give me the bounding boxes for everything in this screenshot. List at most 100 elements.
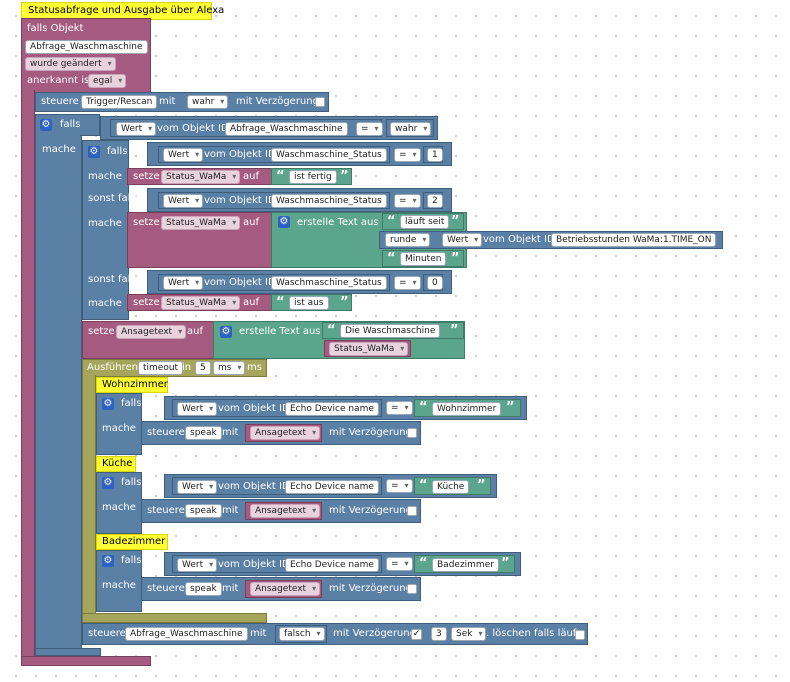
variable-dropdown[interactable]: Status_WaMa	[329, 342, 409, 356]
compare-op-dropdown[interactable]: =	[394, 276, 421, 290]
variable-dropdown[interactable]: Ansagetext	[116, 325, 187, 339]
text-block-aus[interactable]: “ ist aus ”	[271, 294, 352, 311]
delay-unit-dropdown[interactable]: Sek	[451, 627, 487, 641]
number-field[interactable]: 1	[427, 148, 443, 162]
number-field[interactable]: 2	[427, 194, 443, 208]
delay-checkbox-checked[interactable]: ✓	[411, 629, 422, 640]
wert-dropdown[interactable]: Wert	[442, 233, 483, 247]
set-var-block-1[interactable]: setze Status_WaMa auf	[127, 168, 273, 185]
text-field[interactable]: Badezimmer	[432, 558, 499, 572]
text-block-fertig[interactable]: “ ist fertig ”	[271, 168, 352, 185]
compare-op-dropdown[interactable]: =	[386, 401, 413, 415]
wert-dropdown[interactable]: Wert	[163, 194, 204, 208]
variable-dropdown[interactable]: Ansagetext	[250, 504, 321, 518]
wert-dropdown[interactable]: Wert	[163, 148, 204, 162]
timeout-value-field[interactable]: 5	[195, 361, 211, 375]
timeout-block[interactable]: Ausführen timeout in 5 ms ms	[82, 359, 267, 377]
speak-field[interactable]: speak	[185, 582, 222, 596]
delay-checkbox[interactable]	[407, 428, 417, 438]
device-id-field[interactable]: Echo Device name	[285, 480, 379, 494]
text-field[interactable]: läuft seit	[400, 215, 450, 229]
logic-value-block[interactable]: wahr	[386, 119, 434, 137]
round-block[interactable]: runde Wert vom Objekt ID Betriebsstunden…	[379, 231, 723, 249]
set-ansagetext-block[interactable]: setze Ansagetext auf	[82, 321, 216, 359]
wert-dropdown[interactable]: Wert	[116, 122, 157, 136]
unit-dropdown[interactable]: ms	[213, 361, 246, 375]
control-trigger-block[interactable]: steuere Trigger/Rescan mit wahr mit Verz…	[35, 92, 329, 112]
trigger-rescan-id[interactable]: Trigger/Rescan	[81, 95, 158, 109]
gear-icon[interactable]: ⚙	[102, 477, 114, 489]
wert-dropdown[interactable]: Wert	[177, 480, 218, 494]
wert-dropdown[interactable]: Wert	[177, 558, 218, 572]
comment-room[interactable]: Küche	[96, 456, 136, 472]
number-block-0[interactable]: 0	[423, 274, 443, 291]
room-text-block[interactable]: “ Badezimmer ”	[414, 555, 515, 573]
compare-op-dropdown[interactable]: =	[386, 479, 413, 493]
gear-icon[interactable]: ⚙	[102, 555, 114, 567]
gear-icon[interactable]: ⚙	[88, 146, 100, 158]
device-id-field[interactable]: Echo Device name	[285, 558, 379, 572]
text-block-laeuft[interactable]: “ läuft seit ”	[382, 213, 464, 230]
trigger-condition-dropdown[interactable]: wurde geändert	[25, 57, 116, 71]
round-dropdown[interactable]: runde	[385, 233, 431, 247]
speak-field[interactable]: speak	[185, 426, 222, 440]
gear-icon[interactable]: ⚙	[278, 216, 290, 228]
delay-checkbox[interactable]	[407, 584, 417, 594]
speak-field[interactable]: speak	[185, 504, 222, 518]
room-text-block[interactable]: “ Wohnzimmer ”	[414, 399, 521, 417]
timeout-name-field[interactable]: timeout	[138, 361, 184, 375]
trigger-block-header[interactable]	[21, 18, 151, 92]
object-id-field[interactable]: Waschmaschine_Status	[271, 194, 387, 208]
room-if-block[interactable]: ⚙ falls mache	[96, 550, 142, 612]
room-if-block[interactable]: ⚙ falls mache	[96, 472, 142, 534]
speak-block[interactable]: steuere speak mit Ansagetext mit Verzöge…	[141, 499, 421, 523]
gear-icon[interactable]: ⚙	[40, 119, 52, 131]
text-block-waschmaschine[interactable]: “ Die Waschmaschine ”	[322, 322, 464, 339]
set-var-block-3[interactable]: setze Status_WaMa auf	[127, 294, 273, 311]
get-value-block-1[interactable]: Wert vom Objekt ID Waschmaschine_Status	[158, 146, 390, 163]
outer-if-block[interactable]: ⚙ falls mache	[35, 114, 82, 654]
delay-checkbox[interactable]	[315, 97, 325, 107]
device-id-field[interactable]: Echo Device name	[285, 402, 379, 416]
compare-op-dropdown[interactable]: =	[394, 194, 421, 208]
text-field[interactable]: Küche	[432, 480, 470, 494]
text-field[interactable]: Wohnzimmer	[432, 402, 502, 416]
text-field[interactable]: Minuten	[400, 252, 447, 266]
final-control-block[interactable]: steuere Abfrage_Waschmaschine mit falsch…	[82, 623, 588, 645]
number-block-1[interactable]: 1	[423, 146, 443, 163]
room-get-value-block[interactable]: Wert vom Objekt ID Echo Device name	[172, 399, 382, 417]
number-block-2[interactable]: 2	[423, 192, 443, 209]
object-id-field[interactable]: Betriebsstunden WaMa:1.TIME_ON	[551, 233, 717, 247]
inner-if-block[interactable]: ⚙ falls mache sonst falls mache sonst fa…	[82, 140, 138, 320]
value-dropdown[interactable]: wahr	[187, 95, 229, 109]
room-get-value-block[interactable]: Wert vom Objekt ID Echo Device name	[172, 477, 382, 495]
anerkannt-dropdown[interactable]: egal	[88, 74, 127, 88]
number-field[interactable]: 0	[427, 276, 443, 290]
object-id-field[interactable]: Abfrage_Waschmaschine	[125, 627, 248, 641]
object-id-field[interactable]: Waschmaschine_Status	[271, 148, 387, 162]
compare-op-dropdown[interactable]: =	[356, 122, 383, 136]
text-field[interactable]: ist fertig	[289, 170, 337, 184]
room-if-block[interactable]: ⚙ falls mache	[96, 393, 142, 455]
wert-dropdown[interactable]: Wert	[177, 402, 218, 416]
text-block-minuten[interactable]: “ Minuten ”	[382, 250, 464, 267]
comment-room[interactable]: Badezimmer	[96, 534, 168, 550]
variable-dropdown[interactable]: Ansagetext	[250, 582, 321, 596]
wert-dropdown[interactable]: Wert	[163, 276, 204, 290]
clear-running-checkbox[interactable]	[575, 630, 585, 640]
bool-dropdown[interactable]: falsch	[279, 627, 325, 641]
trigger-object-id[interactable]: Abfrage_Waschmaschine	[25, 40, 148, 54]
room-text-block[interactable]: “ Küche ”	[414, 477, 491, 495]
set-var-block-2[interactable]: setze Status_WaMa auf	[127, 212, 273, 268]
object-id-field[interactable]: Waschmaschine_Status	[271, 276, 387, 290]
variable-dropdown[interactable]: Status_WaMa	[161, 170, 241, 184]
variable-dropdown[interactable]: Ansagetext	[250, 426, 321, 440]
variable-dropdown[interactable]: Status_WaMa	[161, 216, 241, 230]
get-value-block-3[interactable]: Wert vom Objekt ID Waschmaschine_Status	[158, 274, 390, 291]
variable-dropdown[interactable]: Status_WaMa	[161, 296, 241, 310]
delay-value-field[interactable]: 3	[431, 627, 447, 641]
speak-block[interactable]: steuere speak mit Ansagetext mit Verzöge…	[141, 577, 421, 601]
outer-get-value-block[interactable]: Wert vom Objekt ID Abfrage_Waschmaschine	[110, 119, 382, 137]
text-field[interactable]: Die Waschmaschine	[340, 324, 441, 338]
